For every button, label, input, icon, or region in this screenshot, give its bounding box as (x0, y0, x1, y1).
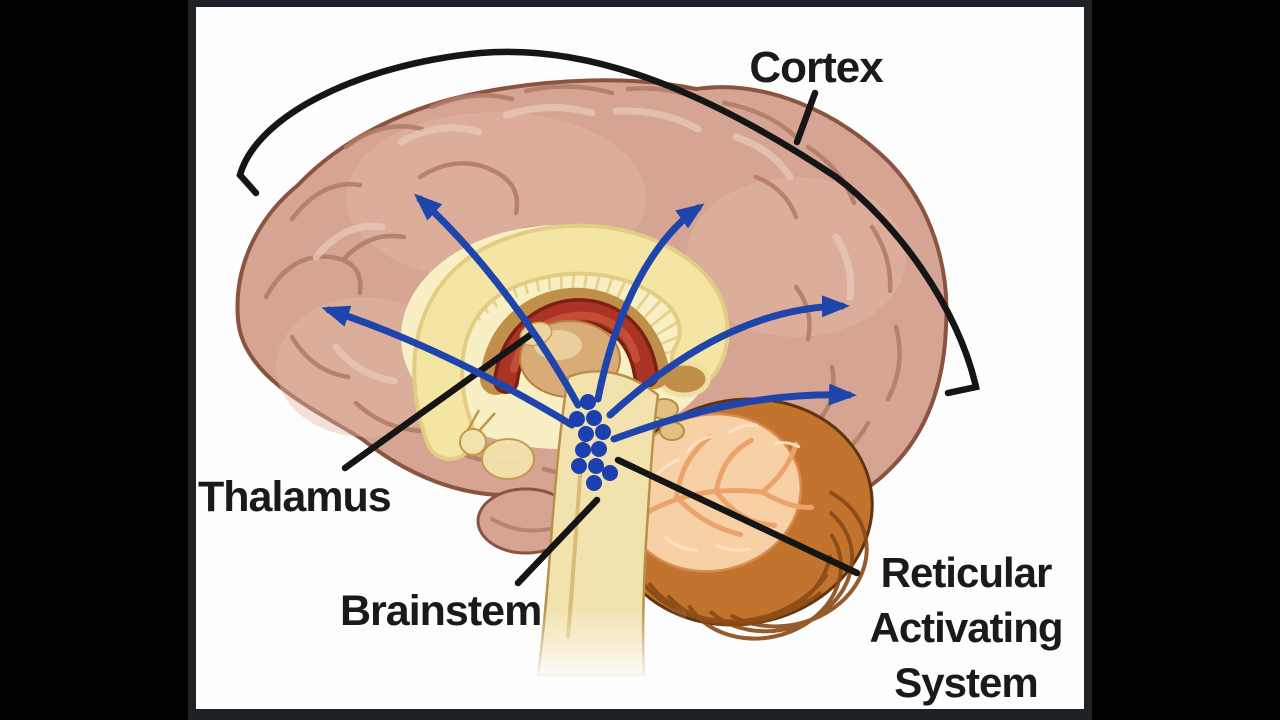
ras-label: Reticular Activating System (848, 545, 1084, 710)
cortex-pointer-line (793, 89, 819, 146)
cerebellum-shape (608, 397, 874, 641)
thalamus-label: Thalamus (198, 473, 392, 521)
brain-illustration (235, 48, 980, 709)
arrow-up-right (594, 203, 705, 403)
brainstem-pointer-line (514, 496, 601, 587)
red-arch (496, 301, 656, 391)
hypothalamus-blob (481, 438, 535, 480)
ras-label-line1: Reticular (880, 549, 1053, 596)
halo-rays (421, 249, 703, 359)
cortex-label: Cortex (749, 43, 883, 92)
cortex-bracket-arc (236, 48, 980, 397)
ras-arrows (321, 193, 857, 443)
ras-label-line3: System (894, 659, 1038, 706)
ras-dots (569, 394, 618, 491)
thalamus-pointer-line (341, 329, 537, 472)
arrow-right-lower (610, 383, 857, 443)
ras-pointer-line (614, 456, 861, 577)
arrow-left (321, 305, 576, 429)
annotation-lines (236, 48, 980, 587)
diagram-canvas: Cortex Thalamus Brainstem Reticular Acti… (196, 7, 1084, 709)
stem-fade (496, 607, 686, 709)
brainstem-label: Brainstem (340, 587, 542, 635)
ras-label-line2: Activating (869, 604, 1063, 651)
pituitary-stalks (466, 409, 496, 432)
arrow-right-upper (606, 295, 850, 419)
arbor-vitae-branches (641, 434, 815, 538)
pituitary-blob (459, 428, 487, 456)
arrow-up-left (414, 193, 582, 409)
corpus-callosum (416, 227, 726, 457)
